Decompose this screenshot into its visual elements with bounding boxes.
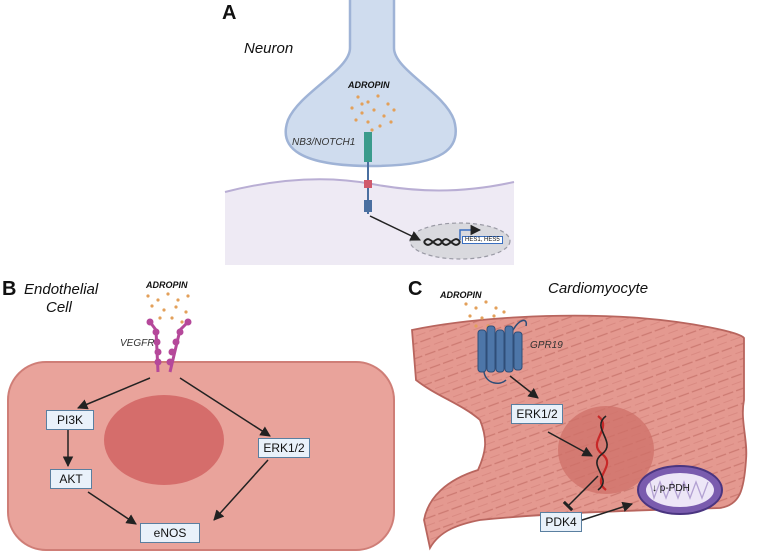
gpr19-loop [512,319,528,331]
panel-b-title-line2: Cell [46,299,72,316]
endothelial-nucleus [104,395,224,485]
node-akt: AKT [50,469,92,489]
inhibit-dna-pdk4 [562,475,599,512]
dna-helix-c-strand [596,415,608,491]
receptor-segment [364,180,372,188]
arrow-pdk4-mito [575,501,633,523]
node-pdk4: PDK4 [540,512,582,532]
mitochondrion-cristae [649,480,709,501]
mito-label: ↓ p-PDH [652,483,690,494]
panel-a-receptor-label: NB3/NOTCH1 [292,137,356,148]
panel-a [224,0,515,265]
node-enos: eNOS [140,523,200,543]
node-erk-c: ERK1/2 [511,404,563,424]
arrow-vegfr-erk [179,377,271,437]
arrow-akt-enos [87,491,137,525]
panel-b-title-line1: Endothelial [24,281,99,298]
panel-b-receptor-label: VEGFR [120,338,155,349]
notch-receptor [364,132,372,162]
arrow-vegfr-pi3k [77,377,151,410]
receptor-segment [364,200,372,212]
panel-c-title: Cardiomyocyte [548,280,649,297]
transcription-arrow [459,224,482,240]
vegfr-beads [146,318,192,366]
mitochondrion-inner [646,473,714,507]
gpr19-tail [483,371,507,385]
panel-c-receptor-label: GPR19 [530,340,563,351]
panel-b-letter: B [2,278,17,300]
panel-a-ligand-label: ADROPIN [348,80,390,90]
neuron-terminal [284,0,457,168]
panel-b [7,292,395,551]
arrow-notch-to-nucleus [369,215,421,241]
arrow-erk-nucleus [547,431,593,457]
panel-c-letter: C [408,278,423,300]
p-pdh-label: p-PDH [659,483,690,494]
panel-a-title: Neuron [244,40,294,57]
dna-helix-a-strand [423,238,461,246]
node-pi3k: PI3K [46,410,94,430]
panel-c [411,300,748,551]
panel-b-ligand-label: ADROPIN [146,280,188,290]
arrow-erk-enos [213,459,269,521]
arrow-gpr19-erk [509,375,539,399]
adropin-cluster-b [146,292,190,324]
target-genes-label: HES1, HES5 [462,236,503,244]
down-arrow-icon: ↓ [652,483,657,494]
node-erk-b: ERK1/2 [258,438,310,458]
panel-c-ligand-label: ADROPIN [440,290,482,300]
gpr19-receptor [477,325,523,373]
panel-a-letter: A [222,2,237,24]
adropin-cluster-a [350,94,396,132]
